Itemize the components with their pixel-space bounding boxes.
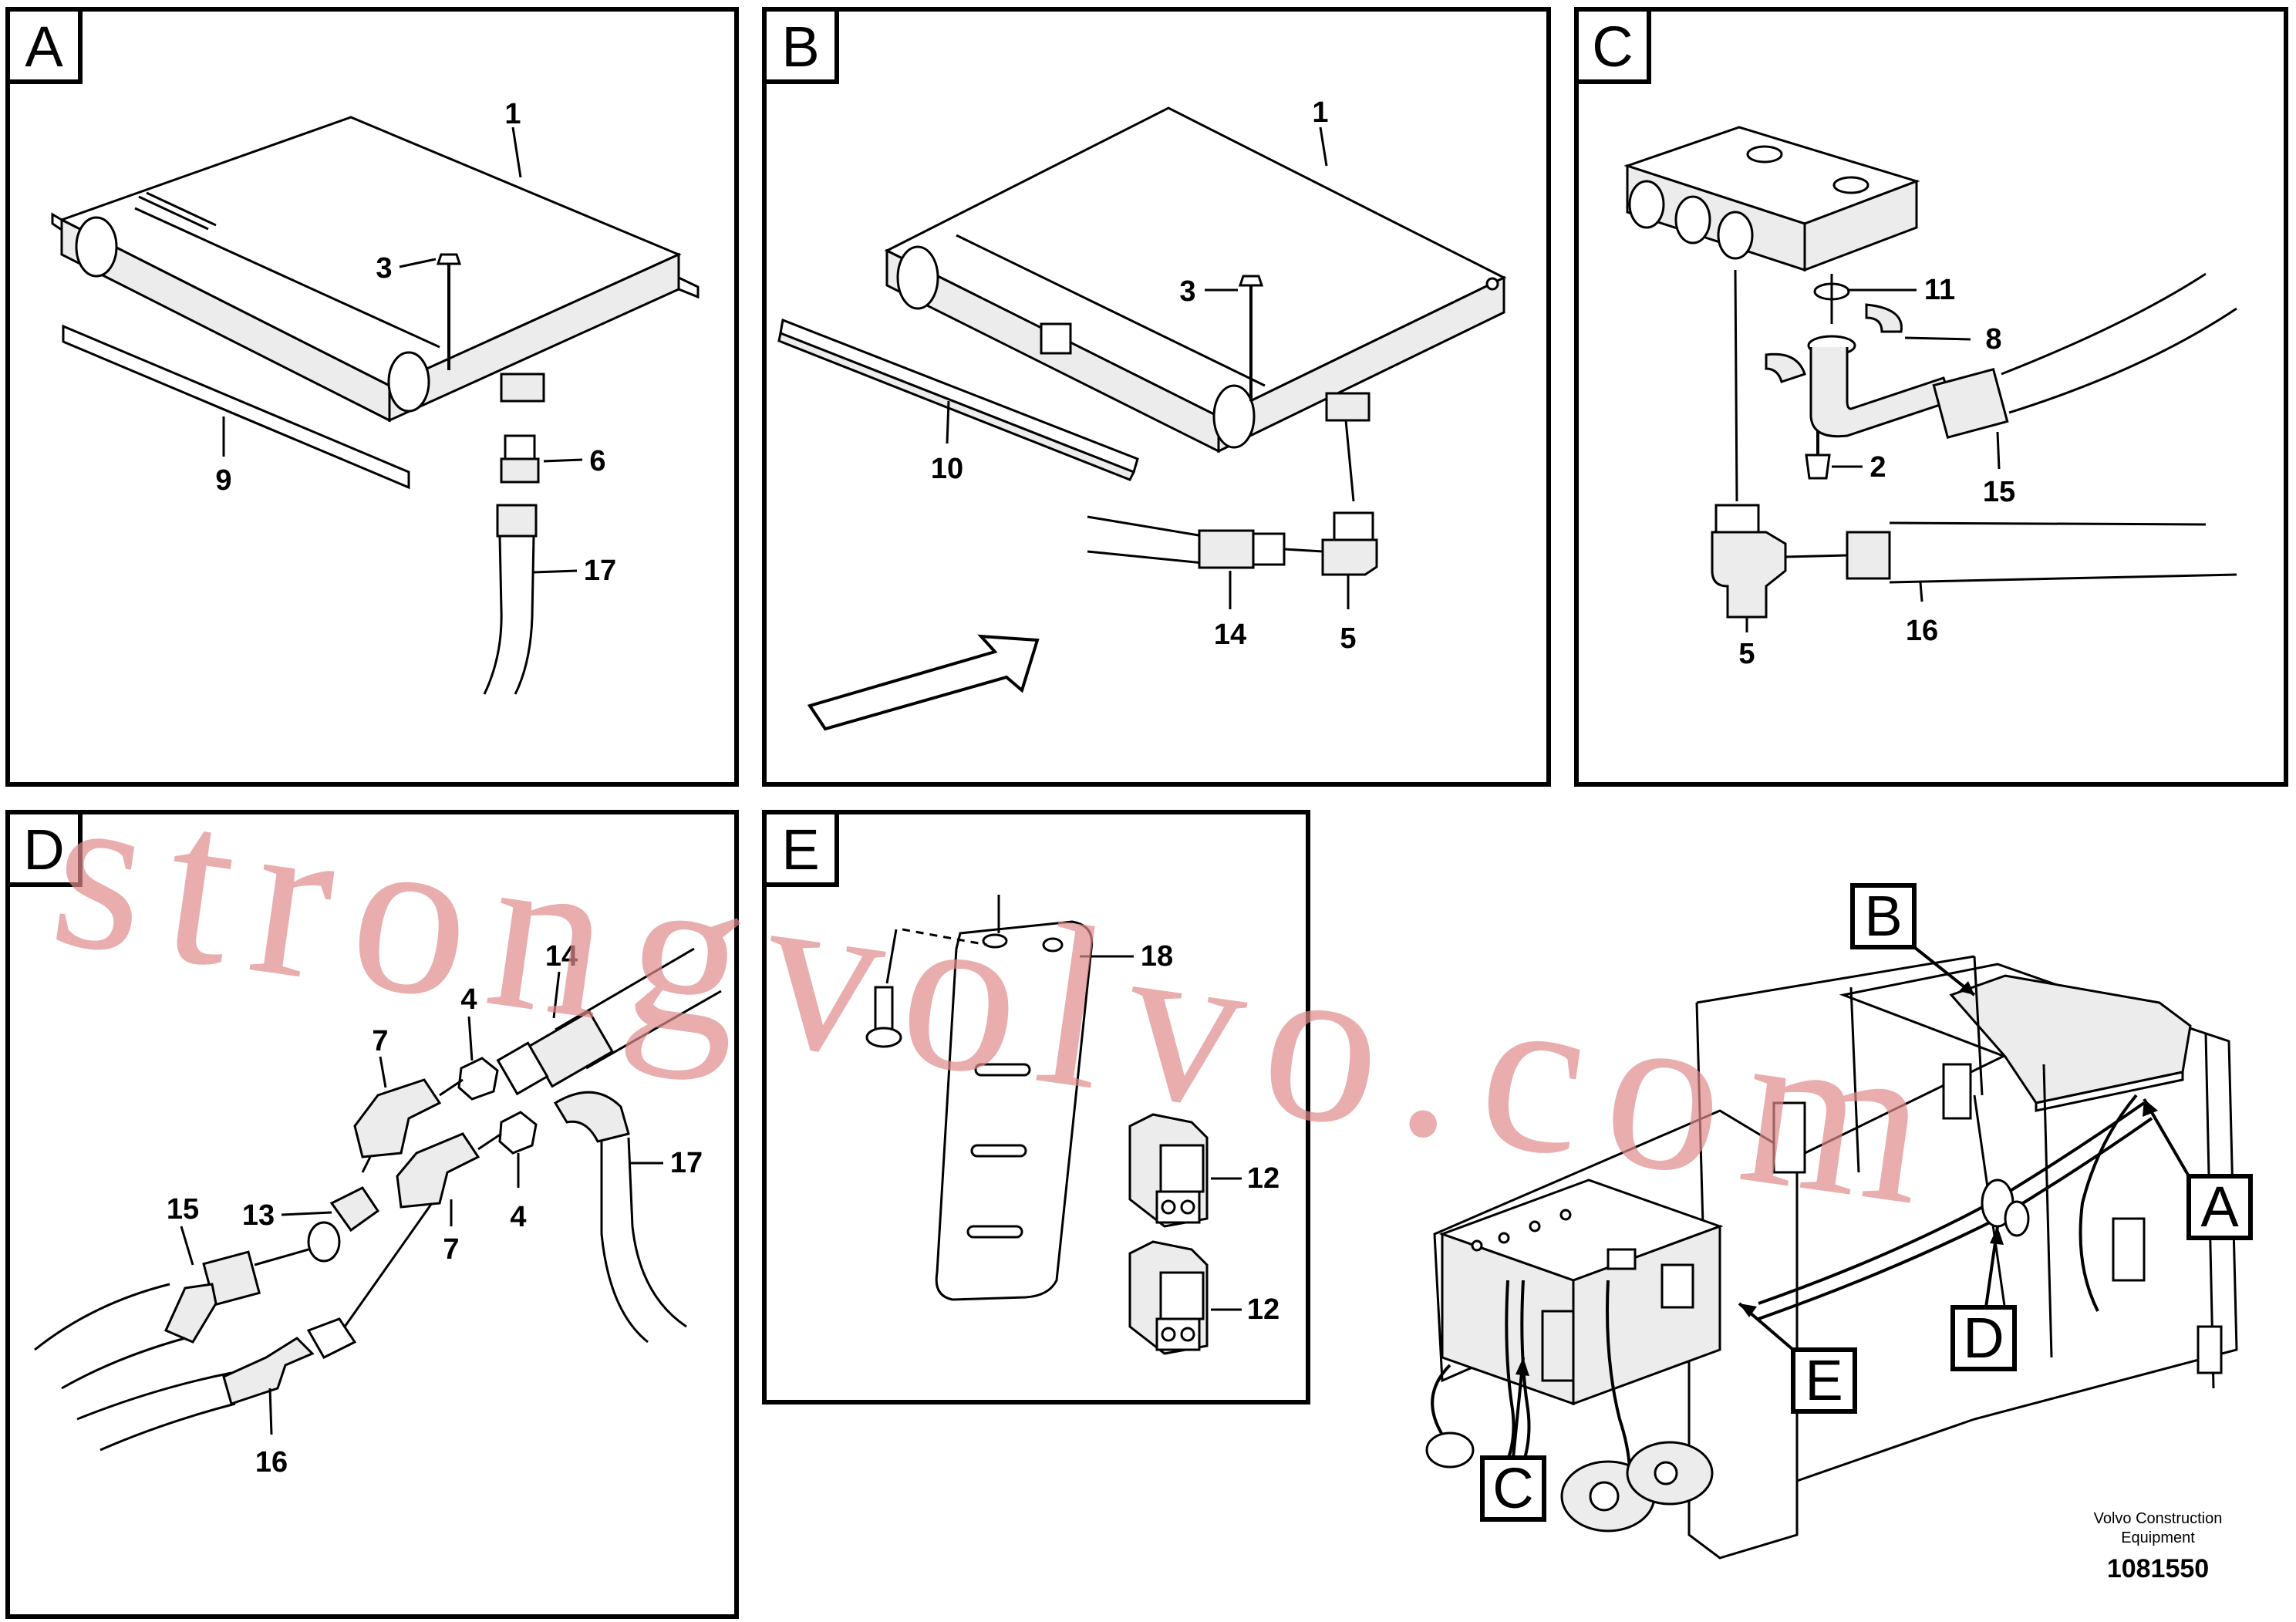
panel-d: D <box>5 810 739 1619</box>
cooler-unit-drawing-b <box>884 106 1507 454</box>
clamp-halves-drawing <box>1765 303 1903 383</box>
callout-b-14: 14 <box>1214 619 1246 651</box>
overview-label-c: C <box>1480 1357 1546 1522</box>
callout-c-5: 5 <box>1738 638 1755 670</box>
overview-label-e: E <box>1738 1302 1857 1414</box>
pin-drawing <box>865 895 1000 1048</box>
nuts-4-drawing <box>457 1057 538 1155</box>
svg-text:E: E <box>1805 1348 1843 1412</box>
panel-e-frame <box>762 810 1310 1404</box>
panel-d-letter: D <box>23 818 64 882</box>
panel-c: C <box>1574 7 2288 787</box>
valve-block-drawing <box>1623 126 1920 502</box>
callout-d-16: 16 <box>255 1446 288 1479</box>
hose-14-drawing <box>1087 515 1323 569</box>
callout-b-5: 5 <box>1340 622 1356 655</box>
panel-e-letter: E <box>781 818 819 882</box>
panel-e: E <box>762 810 1310 1404</box>
callout-d-4a: 4 <box>460 983 477 1016</box>
panel-d-frame <box>5 810 739 1619</box>
callout-d-7b: 7 <box>443 1233 459 1266</box>
hose-17-drawing <box>483 504 538 695</box>
overview-label-a: A <box>2143 1098 2253 1240</box>
svg-text:C: C <box>1492 1456 1533 1520</box>
panel-a-letter: A <box>25 15 63 79</box>
callout-a-9: 9 <box>215 464 231 497</box>
fastener-screw-drawing <box>436 253 462 370</box>
elbow-5-hose-16-drawing <box>1711 504 2237 619</box>
panel-b-frame <box>762 7 1551 787</box>
panel-c-letter: C <box>1592 15 1633 79</box>
panel-b: B <box>762 7 1551 787</box>
panel-b-letter: B <box>781 15 819 79</box>
callout-d-17: 17 <box>670 1147 703 1179</box>
clip-12-upper-drawing <box>1128 1113 1209 1228</box>
document-number: 1081550 <box>2107 1554 2209 1583</box>
svg-text:A: A <box>2200 1175 2239 1239</box>
svg-text:D: D <box>1963 1306 2004 1370</box>
fastener-screw-drawing-b <box>1238 275 1264 401</box>
callout-c-2: 2 <box>1870 451 1886 484</box>
callout-e-12b: 12 <box>1247 1293 1279 1326</box>
callout-d-15: 15 <box>167 1193 199 1226</box>
o-ring-11-drawing <box>1813 274 1850 324</box>
panel-e-tab <box>762 810 839 887</box>
callout-d-4b: 4 <box>510 1201 526 1233</box>
callout-a-17: 17 <box>584 555 616 587</box>
callout-a-3: 3 <box>376 252 392 285</box>
hose-14-d-drawing <box>496 947 722 1096</box>
credit-line-1: Volvo Construction <box>2094 1510 2223 1527</box>
cooler-unit-drawing <box>51 116 700 423</box>
panel-c-frame <box>1574 7 2288 787</box>
clip-12-lower-drawing <box>1128 1240 1209 1355</box>
hose-15-d-drawing <box>34 1248 309 1390</box>
panel-a-frame <box>5 7 739 787</box>
overview-label-d: D <box>1950 1226 2017 1371</box>
panel-a-tab <box>5 7 83 84</box>
pump-and-hoses-drawing <box>1425 1280 1714 1533</box>
callout-d-13: 13 <box>242 1199 275 1232</box>
callout-c-11: 11 <box>1924 274 1955 306</box>
callout-c-15: 15 <box>1983 476 2015 508</box>
callout-b-3: 3 <box>1179 275 1195 308</box>
hose-15-drawing <box>1807 272 2237 439</box>
callout-a-6: 6 <box>589 445 605 477</box>
credit-line-2: Equipment <box>2121 1529 2195 1546</box>
callout-d-14: 14 <box>545 940 578 973</box>
callout-c-8: 8 <box>1985 323 2001 356</box>
panel-d-tab <box>5 810 83 887</box>
callout-a-1: 1 <box>504 98 521 130</box>
hose-17-d-drawing <box>553 1091 687 1344</box>
panel-c-tab <box>1574 7 1651 84</box>
direction-arrow <box>807 634 1040 731</box>
hose-16-d-drawing <box>76 1202 433 1452</box>
strip-part-9-drawing <box>62 324 410 490</box>
nipple-fitting-drawing <box>500 434 540 484</box>
adapter-13-drawing <box>307 1156 380 1263</box>
callout-d-7a: 7 <box>372 1025 388 1057</box>
svg-text:B: B <box>1864 884 1902 948</box>
bracket-plate-18-drawing <box>935 920 1094 1301</box>
callout-b-1: 1 <box>1312 96 1328 129</box>
callout-e-18: 18 <box>1141 940 1173 973</box>
callout-e-12a: 12 <box>1247 1162 1279 1195</box>
overview-assembly-drawing <box>1425 955 2238 1560</box>
panel-b-tab <box>762 7 839 84</box>
elbow-fitting-5-drawing <box>1321 420 1378 576</box>
elbows-7-drawing <box>353 1078 502 1209</box>
callout-c-16: 16 <box>1906 615 1938 647</box>
overview-label-b: B <box>1850 883 1976 996</box>
rubber-strip-10-drawing <box>777 318 1139 481</box>
callout-b-10: 10 <box>931 453 963 485</box>
panel-a: A 1 <box>5 7 739 787</box>
